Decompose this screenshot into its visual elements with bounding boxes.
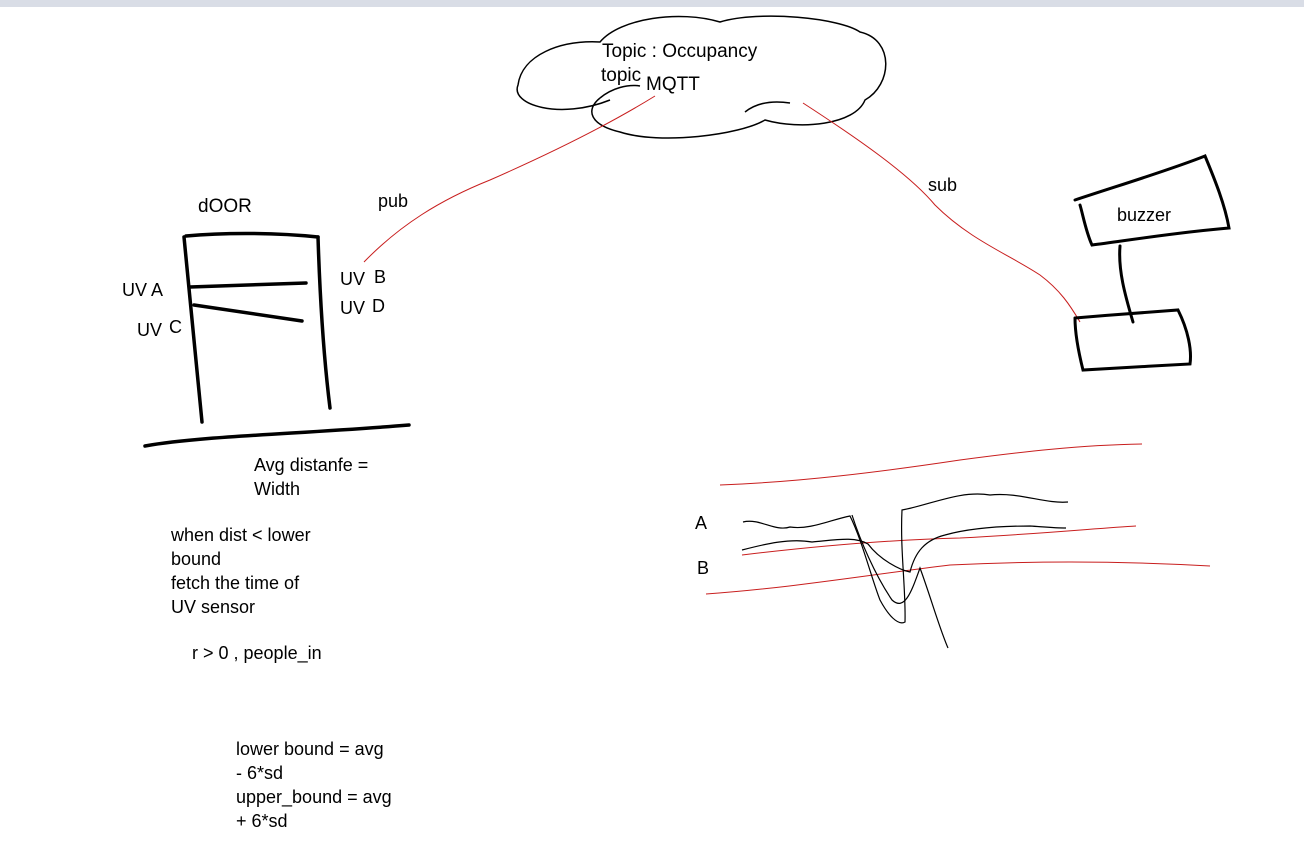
bounds-note-line2: - 6*sd: [236, 763, 284, 783]
buzzer-box: [1073, 154, 1231, 247]
sensor-d-prefix: UV: [340, 298, 366, 318]
floor-line: [143, 423, 411, 448]
condition-note: when dist < lower bound fetch the time o…: [171, 523, 311, 619]
publish-label: pub: [378, 191, 409, 211]
cloud-topic-line1: Topic : Occupancy: [602, 41, 758, 62]
sensor-c-prefix: UV: [137, 320, 163, 340]
rule-note: r > 0 , people_in: [192, 643, 322, 663]
door-top-beam: [184, 231, 320, 239]
condition-note-line3: fetch the time of: [171, 573, 300, 593]
signal-traces: [741, 493, 1069, 649]
sensor-b-prefix: UV: [340, 269, 366, 289]
buzzer-label: buzzer: [1117, 205, 1172, 225]
mqtt-cloud: [516, 15, 887, 139]
upper-bound-line: [719, 443, 1143, 486]
buzzer-wire: [1118, 244, 1135, 324]
bounds-note-line4: + 6*sd: [236, 811, 288, 831]
sensor-b-letter: B: [374, 267, 387, 287]
buzzer-drawing: [1073, 154, 1231, 372]
condition-note-line4: UV sensor: [171, 597, 256, 617]
subscribe-label: sub: [928, 175, 958, 195]
sensor-c-letter: C: [169, 317, 182, 337]
signal-label-a: A: [695, 513, 708, 533]
bounds-note: lower bound = avg - 6*sd upper_bound = a…: [236, 737, 392, 833]
avg-note-line2: Width: [254, 479, 301, 499]
crossing-dip: [851, 514, 949, 649]
bounds-note-line1: lower bound = avg: [236, 739, 384, 759]
subscribe-link: [802, 102, 1081, 323]
cloud-topic-line2: topic: [601, 65, 642, 86]
door-title: dOOR: [198, 196, 252, 217]
avg-note: Avg distanfe = Width: [254, 453, 368, 501]
condition-note-line2: bound: [171, 549, 222, 569]
middle-bound-line: [741, 525, 1137, 556]
sensor-b-trace: [741, 525, 1067, 573]
sensor-a-label: UV A: [122, 280, 164, 300]
beam-c-d: [192, 303, 304, 323]
signal-bounds: [705, 443, 1211, 595]
publish-link: [363, 95, 656, 263]
mqtt-links: [363, 95, 1081, 323]
controller-box: [1073, 308, 1192, 372]
door-left-post: [182, 235, 204, 424]
lower-bound-line: [705, 561, 1211, 595]
door-right-post: [316, 235, 332, 410]
sensor-d-letter: D: [372, 296, 385, 316]
broker-label: MQTT: [646, 74, 700, 95]
bounds-note-line3: upper_bound = avg: [236, 787, 392, 807]
door-drawing: [143, 231, 411, 448]
condition-note-line1: when dist < lower: [171, 525, 311, 545]
top-border: [0, 0, 1304, 7]
sensor-a-trace: [742, 493, 1069, 624]
avg-note-line1: Avg distanfe =: [254, 455, 369, 475]
signal-label-b: B: [697, 558, 710, 578]
beam-a-b: [188, 281, 308, 289]
